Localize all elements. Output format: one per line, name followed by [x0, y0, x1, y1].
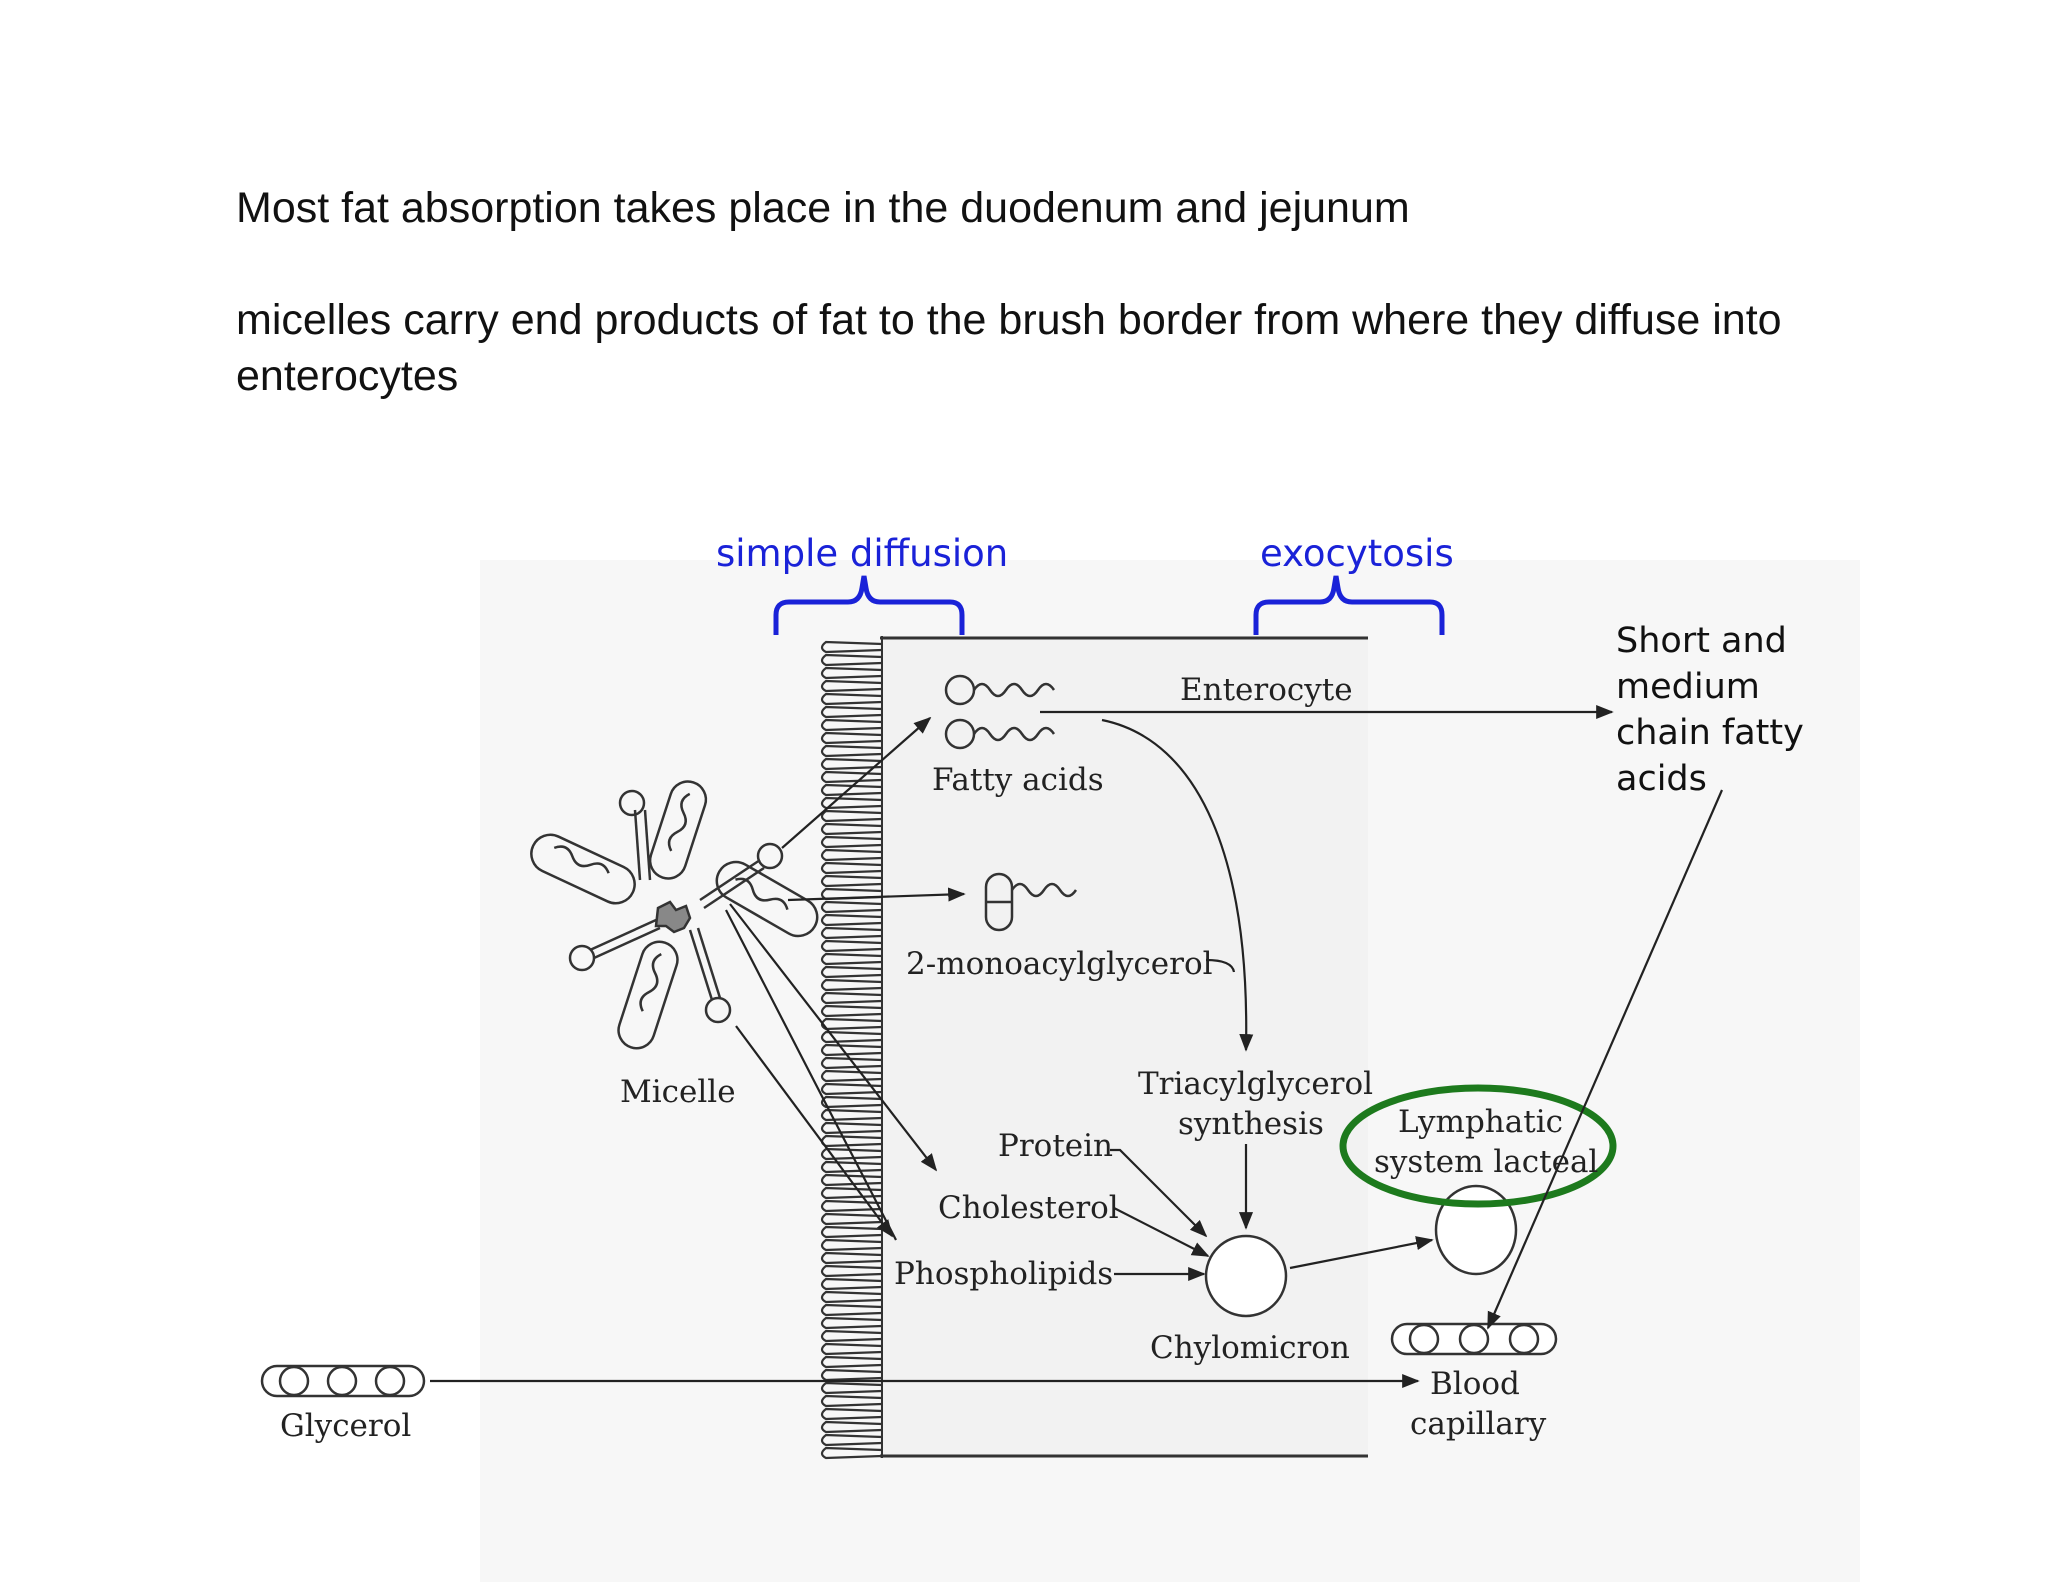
- microvillus: [820, 874, 883, 888]
- microvillus: [820, 1303, 883, 1317]
- microvillus: [820, 1433, 883, 1447]
- note-line-4: acids: [1616, 759, 1707, 799]
- microvillus: [820, 692, 883, 706]
- microvillus: [820, 705, 883, 719]
- simple-diffusion-label: simple diffusion: [716, 532, 1008, 575]
- glycerol-molecule: [260, 1364, 426, 1398]
- enterocyte-label: Enterocyte: [1180, 672, 1353, 708]
- monoacylglycerol-molecule: [984, 872, 1078, 932]
- lacteal-vessel: [1434, 1184, 1518, 1276]
- microvillus: [820, 965, 883, 979]
- lymphatic-label: Lymphatic: [1398, 1104, 1563, 1140]
- microvillus: [820, 913, 883, 927]
- microvillus: [820, 835, 883, 849]
- blood-capillary-shape: [1390, 1322, 1558, 1356]
- synthesis-label: synthesis: [1178, 1106, 1324, 1142]
- microvillus: [820, 744, 883, 758]
- microvillus: [820, 1069, 883, 1083]
- microvillus: [820, 1108, 883, 1122]
- microvillus: [820, 679, 883, 693]
- microvillus: [820, 1407, 883, 1421]
- microvillus: [820, 1251, 883, 1265]
- microvillus: [820, 1121, 883, 1135]
- microvillus: [820, 1420, 883, 1434]
- microvillus: [820, 1316, 883, 1330]
- heading-line-1: Most fat absorption takes place in the d…: [236, 184, 1410, 232]
- note-line-1: Short and: [1616, 621, 1787, 661]
- microvillus: [820, 1290, 883, 1304]
- microvillus: [820, 757, 883, 771]
- glycerol-label: Glycerol: [280, 1408, 411, 1444]
- capillary-label: capillary: [1410, 1406, 1547, 1442]
- microvillus: [820, 822, 883, 836]
- chylomicron-circle: [1204, 1234, 1288, 1318]
- microvillus: [820, 861, 883, 875]
- microvillus: [820, 848, 883, 862]
- protein-label: Protein: [998, 1128, 1113, 1164]
- microvillus: [820, 1147, 883, 1161]
- microvillus: [820, 653, 883, 667]
- exocytosis-label: exocytosis: [1260, 532, 1454, 575]
- micelle-label: Micelle: [620, 1074, 736, 1110]
- microvillus: [820, 1173, 883, 1187]
- lymphatic-highlight-ellipse: [1339, 1084, 1617, 1208]
- microvillus: [820, 809, 883, 823]
- fatty-acids-label: Fatty acids: [932, 762, 1104, 798]
- microvillus: [820, 1004, 883, 1018]
- pathway-arrows: [430, 704, 1724, 1389]
- microvillus: [820, 978, 883, 992]
- microvillus: [820, 1342, 883, 1356]
- microvillus: [820, 718, 883, 732]
- microvillus: [820, 770, 883, 784]
- microvillus: [820, 1043, 883, 1057]
- microvillus: [820, 666, 883, 680]
- microvillus: [820, 1264, 883, 1278]
- microvillus: [820, 926, 883, 940]
- microvillus: [820, 1329, 883, 1343]
- microvillus: [820, 1199, 883, 1213]
- exocytosis-brace: [1253, 575, 1445, 635]
- microvillus: [820, 1381, 883, 1395]
- brush-border: [820, 640, 883, 1460]
- microvillus: [820, 1095, 883, 1109]
- simple-diffusion-brace: [773, 575, 965, 635]
- microvillus: [820, 1394, 883, 1408]
- microvillus: [820, 952, 883, 966]
- microvillus: [820, 939, 883, 953]
- microvillus: [820, 1212, 883, 1226]
- enterocyte-cell-body: [880, 636, 1368, 1458]
- microvillus: [820, 1277, 883, 1291]
- triacylglycerol-label: Triacylglycerol: [1138, 1066, 1373, 1102]
- phospholipids-label: Phospholipids: [894, 1256, 1113, 1292]
- microvillus: [820, 1056, 883, 1070]
- microvillus: [820, 1446, 883, 1460]
- heading-line-2: micelles carry end products of fat to th…: [236, 296, 1782, 400]
- microvillus: [820, 991, 883, 1005]
- microvillus: [820, 1160, 883, 1174]
- microvillus: [820, 1082, 883, 1096]
- monoacylglycerol-label: 2-monoacylglycerol: [906, 946, 1213, 982]
- micelle: [530, 780, 819, 1050]
- microvillus: [820, 1225, 883, 1239]
- chylomicron-label: Chylomicron: [1150, 1330, 1350, 1366]
- microvillus: [820, 900, 883, 914]
- microvillus: [820, 731, 883, 745]
- microvillus: [820, 1355, 883, 1369]
- fatty-acid-molecules: [944, 674, 1056, 750]
- note-line-3: chain fatty: [1616, 713, 1804, 753]
- note-line-2: medium: [1616, 667, 1760, 707]
- microvillus: [820, 640, 883, 654]
- microvillus: [820, 783, 883, 797]
- microvillus: [820, 1238, 883, 1252]
- microvillus: [820, 1186, 883, 1200]
- blood-label: Blood: [1430, 1366, 1520, 1402]
- cholesterol-label: Cholesterol: [938, 1190, 1119, 1226]
- microvillus: [820, 1030, 883, 1044]
